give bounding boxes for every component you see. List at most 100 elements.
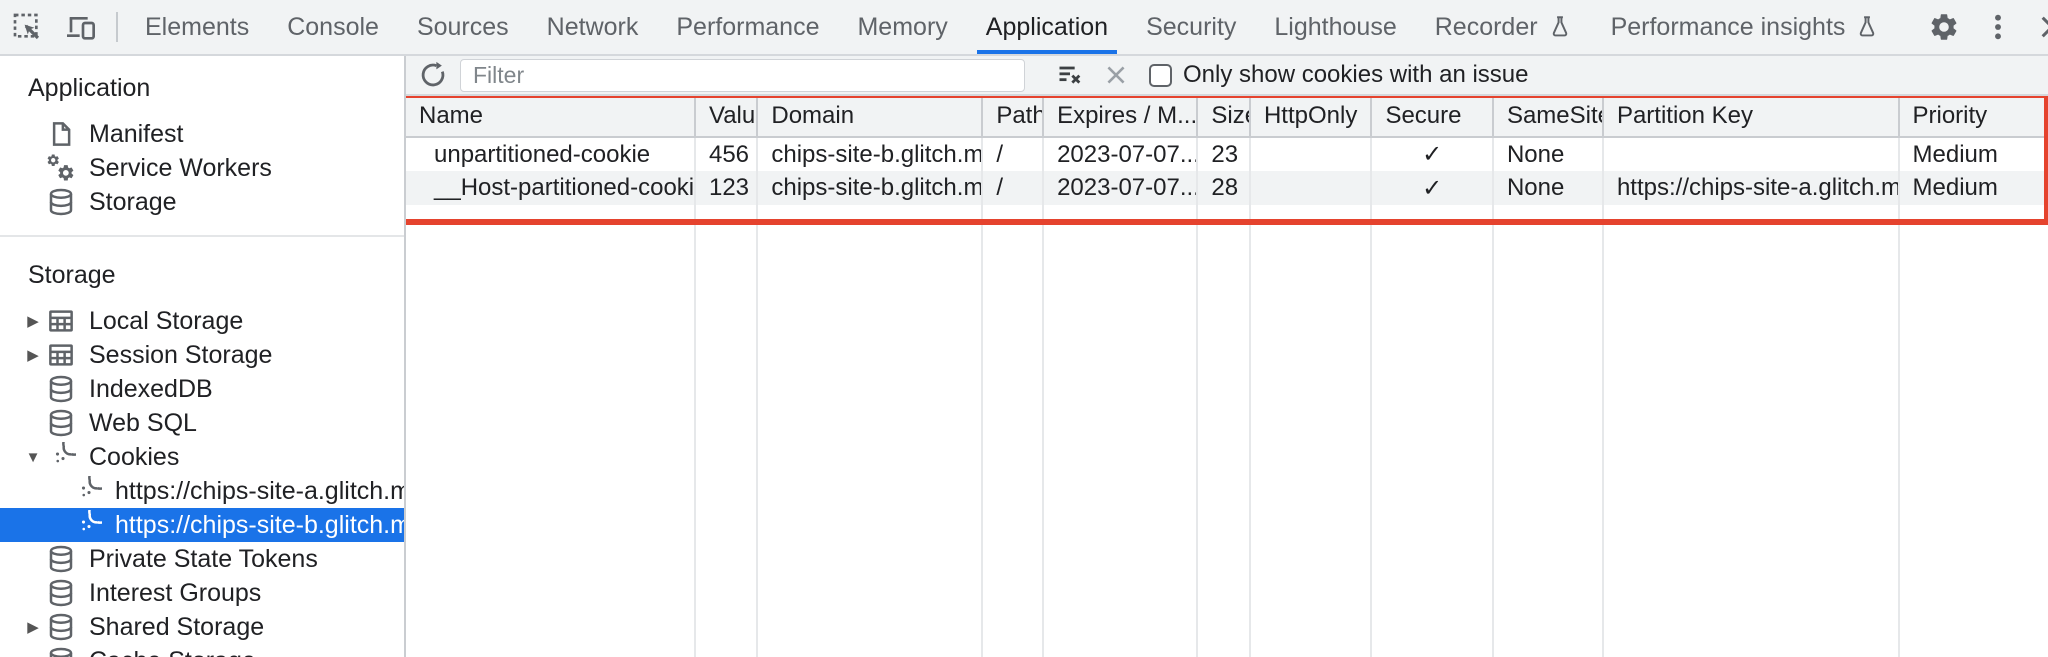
disclosure-collapsed-icon[interactable]: ▶ <box>27 347 39 364</box>
sidebar-item-storage[interactable]: Storage <box>0 185 404 219</box>
cell-expires: 2023-07-07... <box>1042 137 1198 171</box>
tab-performance-insights[interactable]: Performance insights <box>1592 0 1900 54</box>
empty-cell <box>756 205 983 657</box>
tab-network[interactable]: Network <box>528 0 658 54</box>
database-icon <box>46 187 76 217</box>
sidebar-item-private-state-tokens[interactable]: Private State Tokens <box>0 542 404 576</box>
sidebar-item-session-storage[interactable]: ▶Session Storage <box>0 338 404 372</box>
experiment-flask-icon <box>1854 14 1880 40</box>
section-title: Application <box>28 74 151 102</box>
column-header-expires[interactable]: Expires / M... <box>1042 96 1198 138</box>
cell-size: 23 <box>1196 137 1250 171</box>
tab-application[interactable]: Application <box>967 0 1127 54</box>
sidebar-item-https-chips-site-a-glitch-me[interactable]: https://chips-site-a.glitch.me <box>0 474 404 508</box>
column-header-samesite[interactable]: SameSite <box>1491 96 1603 138</box>
database-icon <box>46 544 76 574</box>
sidebar-item-cookies[interactable]: ▼Cookies <box>0 440 404 474</box>
tabbar-divider <box>116 12 118 42</box>
cookie-table-area: NameValueDomainPathExpires / M...SizeHtt… <box>406 96 2048 657</box>
tab-label: Performance insights <box>1610 12 1846 41</box>
column-header-size[interactable]: Size <box>1196 96 1250 138</box>
sidebar-item-manifest[interactable]: Manifest <box>0 117 404 151</box>
column-header-path[interactable]: Path <box>981 96 1044 138</box>
tab-label: Sources <box>416 12 509 41</box>
column-header-priority[interactable]: Priority <box>1897 96 2048 138</box>
sidebar-item-https-chips-site-b-glitch-me[interactable]: https://chips-site-b.glitch.me <box>0 508 404 542</box>
experiment-flask-icon <box>1547 14 1573 40</box>
sidebar-item-shared-storage[interactable]: ▶Shared Storage <box>0 610 404 644</box>
column-header-domain[interactable]: Domain <box>756 96 983 138</box>
tab-sources[interactable]: Sources <box>398 0 528 54</box>
cookies-panel: Only show cookies with an issue NameValu… <box>406 56 2048 657</box>
empty-cell <box>981 205 1044 657</box>
sidebar-item-service-workers[interactable]: Service Workers <box>0 151 404 185</box>
sidebar-item-label: Manifest <box>89 119 184 148</box>
sidebar-item-label: Service Workers <box>89 153 272 182</box>
column-header-partitionkey[interactable]: Partition Key <box>1601 96 1899 138</box>
database-icon <box>46 374 76 404</box>
empty-cell <box>1897 205 2048 657</box>
tab-label: Network <box>546 12 639 41</box>
refresh-icon[interactable] <box>410 56 456 94</box>
tab-memory[interactable]: Memory <box>838 0 966 54</box>
column-header-httponly[interactable]: HttpOnly <box>1248 96 1372 138</box>
tab-label: Memory <box>857 12 948 41</box>
column-header-name[interactable]: Name <box>406 96 695 138</box>
tab-label: Lighthouse <box>1274 12 1397 41</box>
more-vert-icon[interactable] <box>1971 11 2025 43</box>
issues-only-checkbox[interactable] <box>1149 63 1172 87</box>
sidebar-item-label: Interest Groups <box>89 578 262 607</box>
tab-elements[interactable]: Elements <box>126 0 268 54</box>
cell-value: 456 <box>693 137 758 171</box>
sidebar-item-label: https://chips-site-a.glitch.me <box>115 476 406 505</box>
empty-cell <box>406 205 695 657</box>
device-toolbar-icon[interactable] <box>54 0 108 54</box>
cell-partitionkey: https://chips-site-a.glitch.me <box>1601 171 1899 205</box>
clear-filter-icon[interactable] <box>1047 56 1093 94</box>
disclosure-collapsed-icon[interactable]: ▶ <box>27 619 39 636</box>
empty-cell <box>1042 205 1198 657</box>
tab-recorder[interactable]: Recorder <box>1416 0 1592 54</box>
cell-secure: ✓ <box>1370 137 1493 171</box>
tab-label: Security <box>1146 12 1237 41</box>
tab-label: Application <box>985 12 1109 41</box>
tab-performance[interactable]: Performance <box>657 0 838 54</box>
database-icon <box>46 408 76 438</box>
filter-input[interactable] <box>460 58 1025 92</box>
empty-cell <box>1196 205 1250 657</box>
cell-domain: chips-site-b.glitch.me <box>756 137 983 171</box>
cell-domain: chips-site-b.glitch.me <box>756 171 983 205</box>
sidebar-item-cache-storage[interactable]: Cache Storage <box>0 644 404 657</box>
column-header-value[interactable]: Value <box>693 96 758 138</box>
empty-grid-filler <box>406 205 2048 657</box>
empty-cell <box>693 205 758 657</box>
sidebar-item-local-storage[interactable]: ▶ Local Storage <box>0 304 404 338</box>
sidebar-item-interest-groups[interactable]: Interest Groups <box>0 576 404 610</box>
sidebar-item-label: Storage <box>89 187 177 216</box>
column-header-secure[interactable]: Secure <box>1370 96 1493 138</box>
disclosure-expanded-icon[interactable]: ▼ <box>25 448 41 466</box>
tab-console[interactable]: Console <box>268 0 398 54</box>
tab-security[interactable]: Security <box>1127 0 1255 54</box>
close-icon[interactable] <box>2025 11 2048 43</box>
clear-icon[interactable] <box>1093 56 1139 94</box>
cell-value: 123 <box>693 171 758 205</box>
sidebar-item-label: IndexedDB <box>89 374 213 403</box>
tab-label: Elements <box>145 12 250 41</box>
cell-path: / <box>981 171 1044 205</box>
settings-gear-icon[interactable] <box>1917 11 1971 43</box>
sidebar-item-indexeddb[interactable]: IndexedDB <box>0 372 404 406</box>
gears-icon <box>46 153 76 183</box>
sidebar-item-web-sql[interactable]: Web SQL <box>0 406 404 440</box>
disclosure-collapsed-icon[interactable]: ▶ <box>27 313 39 330</box>
database-icon <box>46 612 76 642</box>
tab-lighthouse[interactable]: Lighthouse <box>1255 0 1415 54</box>
inspect-cursor-icon[interactable] <box>0 0 54 54</box>
sidebar-item-label: Local Storage <box>89 306 244 335</box>
